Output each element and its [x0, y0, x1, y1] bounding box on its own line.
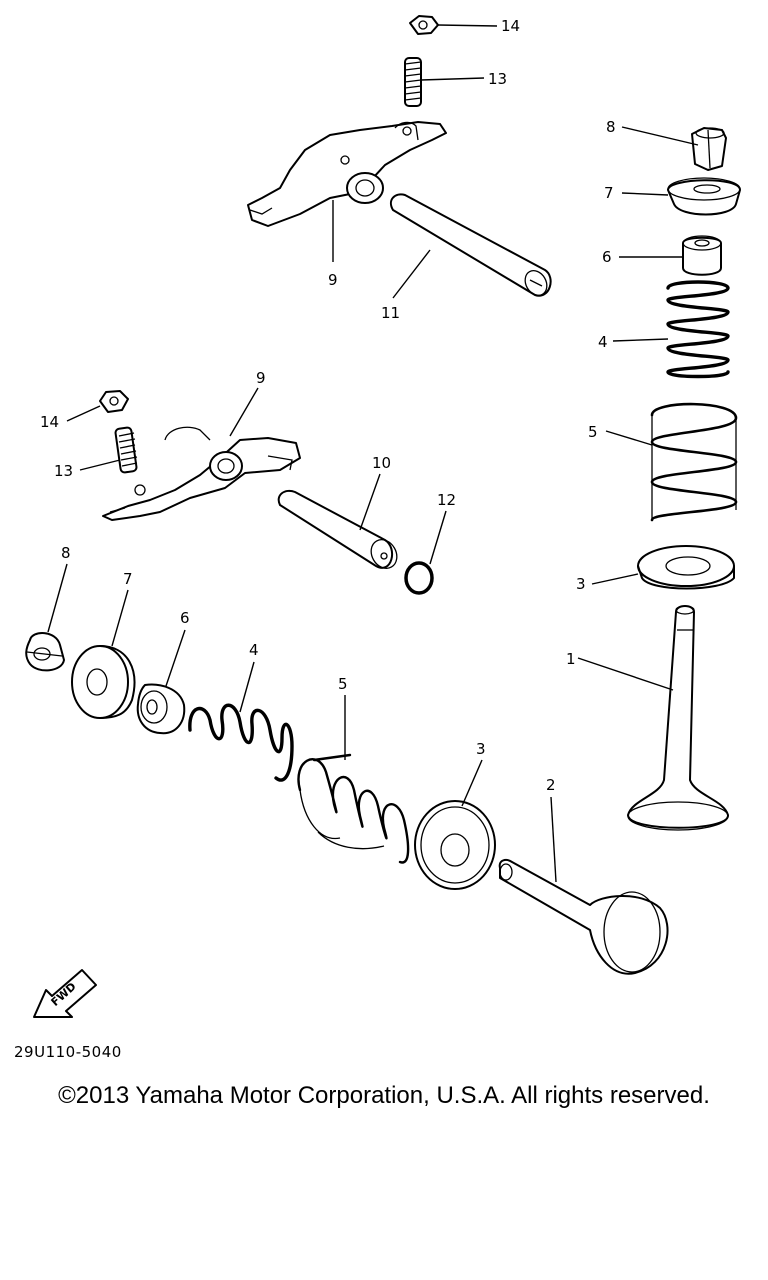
lower-spring-seat-3	[414, 800, 496, 890]
callout-10: 10	[372, 454, 391, 472]
upper-rocker-arm-9	[247, 121, 447, 227]
fwd-arrow-icon: FWD	[33, 969, 97, 1018]
lower-rocker-shaft-10	[277, 489, 398, 569]
callout-4-lower: 4	[249, 641, 259, 659]
upper-rocker-nut-14	[409, 15, 439, 35]
lower-retainer-7	[71, 645, 136, 719]
lower-inner-spring-4	[188, 703, 294, 782]
callout-9-upper: 9	[328, 271, 338, 289]
right-retainer-7	[667, 177, 741, 216]
lower-valve-seal-6	[136, 683, 186, 735]
right-valve-1	[627, 605, 729, 831]
right-valve-seal-6	[682, 235, 722, 276]
callout-7-lower: 7	[123, 570, 133, 588]
lower-valve-2	[498, 859, 669, 975]
callout-5-right: 5	[588, 423, 598, 441]
callout-12: 12	[437, 491, 456, 509]
callout-6-lower: 6	[180, 609, 190, 627]
callout-13-upper: 13	[488, 70, 507, 88]
callout-11: 11	[381, 304, 400, 322]
upper-adjuster-screw-13	[404, 57, 422, 107]
lower-outer-spring-5	[297, 753, 410, 864]
lower-callouts-upper	[66, 387, 447, 565]
right-spring-seat-3	[637, 545, 735, 590]
callout-7-right: 7	[604, 184, 614, 202]
lower-callouts-stack	[47, 563, 557, 883]
callout-4-right: 4	[598, 333, 608, 351]
callout-5-lower: 5	[338, 675, 348, 693]
callout-8-right: 8	[606, 118, 616, 136]
callout-14-lower: 14	[40, 413, 59, 431]
lower-rocker-nut-14	[99, 390, 129, 413]
upper-rocker-shaft-11	[389, 193, 552, 297]
callout-14-upper: 14	[501, 17, 520, 35]
right-outer-spring-5	[650, 402, 738, 522]
valve-train-diagram: FWD 14 13 9 11 8 7 6 4 5 3 1 9 14 13 10 …	[25, 15, 741, 1018]
callout-2: 2	[546, 776, 556, 794]
catalog-code: 29U110-5040	[14, 1043, 122, 1061]
callout-9-lower: 9	[256, 369, 266, 387]
copyright-notice: ©2013 Yamaha Motor Corporation, U.S.A. A…	[58, 1082, 710, 1109]
callout-8-lower: 8	[61, 544, 71, 562]
right-callouts	[577, 126, 699, 691]
upper-callouts	[332, 24, 498, 299]
lower-o-ring-12	[404, 561, 434, 595]
right-cotter-8	[691, 127, 727, 171]
callout-3-right: 3	[576, 575, 586, 593]
lower-adjuster-screw-13	[114, 426, 138, 474]
right-inner-spring-4	[666, 280, 730, 379]
callout-13-lower: 13	[54, 462, 73, 480]
callout-1: 1	[566, 650, 576, 668]
callout-6-right: 6	[602, 248, 612, 266]
callout-3-lower: 3	[476, 740, 486, 758]
lower-rocker-arm-9	[102, 426, 301, 521]
lower-cotter-8	[25, 632, 65, 672]
